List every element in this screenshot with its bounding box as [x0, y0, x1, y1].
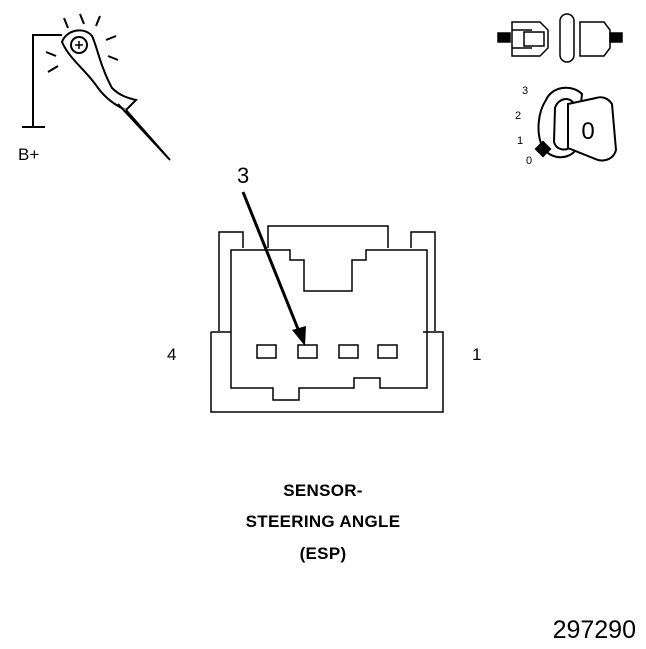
right-pin-label: 1 [472, 345, 481, 364]
pin-cavity [377, 344, 398, 359]
ignition-position: 1 [517, 135, 523, 147]
figure-number: 297290 [552, 616, 636, 644]
ignition-key-icon [534, 86, 618, 162]
pin-callout-label: 3 [237, 163, 249, 188]
left-pin-label: 4 [167, 345, 176, 364]
caption-line-2: STEERING ANGLE [245, 512, 401, 531]
pin-cavity [256, 344, 277, 359]
key-position-label: 0 [581, 118, 594, 145]
ignition-position: 2 [515, 110, 521, 122]
caption-line-3: (ESP) [299, 544, 347, 563]
ignition-position: 0 [526, 155, 532, 167]
pin-cavity [338, 344, 359, 359]
supply-label: B+ [18, 145, 39, 164]
ignition-positions: 3 2 1 0 [515, 85, 532, 167]
connector-face [210, 225, 444, 413]
pin-callout-arrow [241, 191, 306, 346]
disconnected-connector-icon [497, 13, 623, 63]
test-light-probe-icon [22, 13, 171, 161]
pin-cavity [297, 344, 318, 359]
caption-line-1: SENSOR- [283, 481, 363, 500]
ignition-position: 3 [522, 85, 528, 97]
